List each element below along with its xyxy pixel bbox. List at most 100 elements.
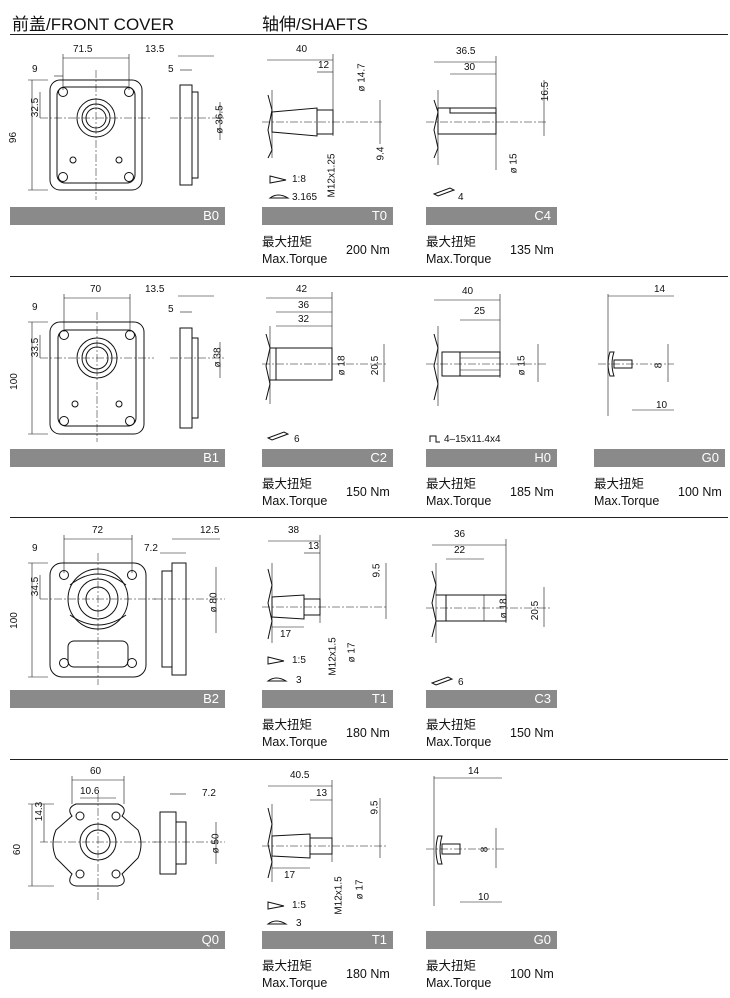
- cover-code-bar: B1: [10, 449, 225, 467]
- dim-label: 8: [479, 846, 491, 853]
- cover-b1-drawing: [28, 294, 225, 442]
- dim-label: 5: [168, 304, 174, 315]
- cover-code-bar: Q0: [10, 931, 225, 949]
- dim-label: 5: [168, 64, 174, 75]
- dim-label: 25: [474, 306, 486, 317]
- dim-label: 40: [296, 44, 308, 55]
- torque-value: 185 Nm: [510, 485, 554, 499]
- dim-label: ø 15: [516, 355, 528, 376]
- dim-label: M12x1.25: [326, 153, 338, 198]
- dim-label: 12.5: [200, 525, 220, 536]
- shaft-t1-drawing: [262, 535, 387, 682]
- dim-label: 9: [32, 302, 38, 313]
- divider: [10, 517, 728, 518]
- dim-label: ø 17: [346, 642, 358, 663]
- dim-label: ø 18: [498, 598, 510, 619]
- note-label: 4–15x11.4x4: [444, 434, 501, 445]
- note-label: 6: [458, 677, 464, 688]
- shaft-c4-drawing: [426, 56, 546, 197]
- dim-label: 32.5: [30, 97, 42, 118]
- cover-q0-drawing: [28, 776, 225, 900]
- cover-code-bar: B2: [10, 690, 225, 708]
- dim-label: 71.5: [73, 44, 93, 55]
- dim-label: M12x1.5: [327, 637, 339, 676]
- shaft-t0-drawing: [262, 54, 382, 199]
- dim-label: 36.5: [456, 46, 476, 57]
- dim-label: 9.5: [369, 800, 381, 815]
- dim-label: 100: [8, 612, 20, 629]
- dim-label: ø 36.5: [214, 105, 226, 134]
- shaft-code-bar: H0: [426, 449, 557, 467]
- dim-label: ø 18: [336, 355, 348, 376]
- dim-label: 60: [12, 843, 24, 856]
- shaft-c3-cell: 36 22 ø 18 20.5 6: [426, 523, 556, 693]
- dim-label: 72: [92, 525, 104, 536]
- dim-label: 14: [654, 284, 666, 295]
- dim-label: 17: [284, 870, 296, 881]
- shaft-t1-cell: 40.5 13 9.5 17 M12x1.5 ø 17 1:5 3: [262, 764, 392, 934]
- shaft-code-bar: T0: [262, 207, 393, 225]
- dim-label: 30: [464, 62, 476, 73]
- note-label: 1:5: [292, 900, 306, 911]
- dim-label: ø 50: [210, 833, 222, 854]
- dim-label: 38: [288, 525, 300, 536]
- dim-label: ø 14.7: [356, 63, 368, 92]
- cover-b2-cell: 72 12.5 9 7.2 34.5 100 ø 80: [8, 523, 225, 693]
- torque-value: 200 Nm: [346, 243, 390, 257]
- note-label: 1:5: [292, 655, 306, 666]
- dim-label: 100: [8, 373, 20, 390]
- shaft-t1-cell: 38 13 9.5 17 M12x1.5 ø 17 1:5 3: [262, 523, 392, 693]
- torque-value: 135 Nm: [510, 243, 554, 257]
- note-label: 1:8: [292, 174, 306, 185]
- dim-label: 14: [468, 766, 480, 777]
- dim-label: 60: [90, 766, 102, 777]
- shaft-h0-cell: 40 25 ø 15 4–15x11.4x4: [426, 282, 556, 452]
- dim-label: 40: [462, 286, 474, 297]
- dim-label: 32: [298, 314, 310, 325]
- shaft-code-bar: C4: [426, 207, 557, 225]
- shaft-code-bar: G0: [594, 449, 725, 467]
- shaft-c2-drawing: [262, 292, 388, 441]
- dim-label: 22: [454, 545, 466, 556]
- dim-label: 36: [298, 300, 310, 311]
- shaft-c2-cell: 42 36 32 ø 18 20.5 6: [262, 282, 392, 452]
- shaft-c3-drawing: [426, 539, 550, 686]
- dim-label: ø 80: [208, 592, 220, 613]
- cover-b0-cell: 71.5 13.5 9 5 32.5 96 ø 36.5: [8, 40, 226, 270]
- torque-value: 100 Nm: [510, 967, 554, 981]
- dim-label: 36: [454, 529, 466, 540]
- torque-value: 150 Nm: [510, 726, 554, 740]
- dim-label: M12x1.5: [333, 876, 345, 915]
- shaft-t1-drawing: [262, 780, 386, 925]
- shafts-header: 轴伸/SHAFTS: [262, 15, 368, 34]
- dim-label: ø 17: [354, 879, 366, 900]
- dim-label: 12: [318, 60, 330, 71]
- dim-label: 8: [653, 362, 665, 369]
- shaft-c4-cell: 36.5 30 16.5 ø 15 4: [426, 40, 556, 210]
- shaft-g0-cell: 14 8 10: [594, 282, 724, 452]
- note-label: 4: [458, 192, 464, 203]
- shaft-g0-cell: 14 8 10: [426, 764, 556, 934]
- dim-label: ø 15: [508, 153, 520, 174]
- dim-label: 33.5: [30, 337, 42, 358]
- cover-code-bar: B0: [10, 207, 225, 225]
- front-cover-header: 前盖/FRONT COVER: [12, 15, 175, 34]
- note-label: 3: [296, 675, 302, 686]
- torque-value: 180 Nm: [346, 967, 390, 981]
- shaft-g0-drawing: [598, 294, 674, 416]
- shaft-code-bar: T1: [262, 931, 393, 949]
- cover-b0-drawing: [28, 54, 225, 200]
- dim-label: 34.5: [30, 576, 42, 597]
- divider: [10, 34, 728, 35]
- dim-label: 20.5: [370, 355, 382, 376]
- dim-label: 14.3: [34, 801, 46, 822]
- dim-label: 42: [296, 284, 308, 295]
- note-label: 3.165: [292, 192, 318, 203]
- dim-label: 7.2: [202, 788, 216, 799]
- shaft-t0-cell: 40 12 ø 14.7 9.4 M12x1.25 1:8 3.165: [262, 40, 392, 210]
